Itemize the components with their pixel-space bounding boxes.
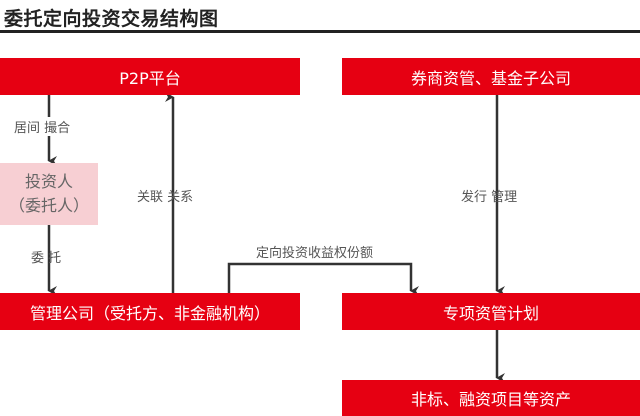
title-divider [0, 30, 640, 33]
diagram-title: 委托定向投资交易结构图 [4, 8, 219, 30]
label-investor-to-manager: 委 托 [31, 251, 62, 266]
edge-manager-to-plan [227, 262, 419, 296]
node-assets: 非标、融资项目等资产 [342, 380, 640, 416]
label-manager-to-plan: 定向投资收益权份额 [256, 246, 374, 261]
label-p2p-to-investor: 居间 撮合 [14, 117, 71, 136]
label-manager-to-p2p: 关联 关系 [137, 190, 194, 205]
node-management-company: 管理公司（受托方、非金融机构） [0, 293, 300, 330]
node-broker: 券商资管、基金子公司 [342, 58, 640, 95]
node-p2p-platform: P2P平台 [0, 58, 300, 95]
node-investor: 投资人 （委托人） [0, 163, 98, 225]
label-broker-to-plan: 发行 管理 [461, 190, 518, 205]
investor-sublabel: （委托人） [8, 196, 89, 215]
node-special-plan: 专项资管计划 [342, 293, 640, 330]
investor-label: 投资人 [24, 172, 73, 191]
